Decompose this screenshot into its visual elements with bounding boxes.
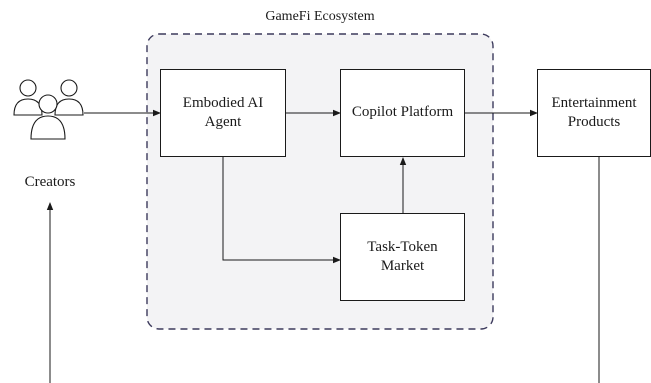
- creators-label: Creators: [24, 174, 76, 191]
- node-task-token-market: Task-Token Market: [340, 213, 465, 301]
- edge-agent-to-market: [222, 157, 341, 264]
- node-copilot-platform: Copilot Platform: [340, 69, 465, 157]
- node-entertainment-products: Entertainment Products: [537, 69, 651, 157]
- node-copilot-platform-label: Copilot Platform: [351, 104, 454, 121]
- node-embodied-ai-agent-label: Embodied AI Agent: [182, 94, 264, 131]
- node-embodied-ai-agent: Embodied AI Agent: [160, 69, 286, 157]
- ecosystem-title: GameFi Ecosystem: [265, 8, 375, 24]
- node-task-token-market-label: Task-Token Market: [367, 238, 438, 275]
- node-entertainment-products-label: Entertainment Products: [551, 94, 637, 131]
- users-group-icon: [13, 79, 84, 140]
